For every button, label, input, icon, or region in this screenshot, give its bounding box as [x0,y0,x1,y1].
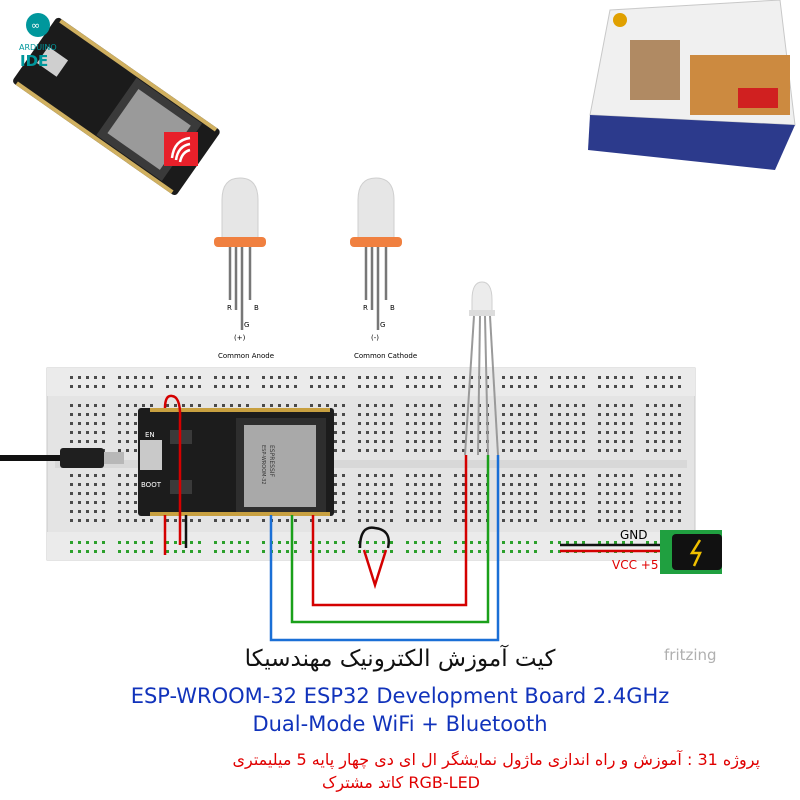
rgb-led [464,281,499,456]
cathode-g-label: G [380,321,385,329]
usb-cable [0,448,124,468]
power-jack [660,530,722,574]
cathode-b-label: B [390,304,395,312]
en-label: EN [145,431,155,439]
boot-label: BOOT [141,481,162,489]
fritzing-watermark: fritzing [664,646,717,664]
logo-line1: ARDUINO [19,43,57,52]
anode-name-label: Common Anode [218,352,274,360]
espressif-logo [164,132,198,166]
cathode-r-label: R [363,304,368,312]
project-title-line1: پروژه 31 : آموزش و راه اندازی ماژول نمای… [232,750,760,769]
chip-model: ESP-WROOM-32 [260,445,266,485]
led-common-cathode [350,177,402,330]
project-title-line2: RGB-LED کاتد مشترک [322,773,480,792]
logo-line2: IDE [20,52,48,70]
anode-b-label: B [254,304,259,312]
svg-text:∞: ∞ [31,19,40,32]
english-title-line1: ESP-WROOM-32 ESP32 Development Board 2.4… [130,684,670,708]
esp32-dev-board: EN BOOT ESPRESSIF ESP-WROOM-32 [138,408,334,516]
chip-brand: ESPRESSIF [268,445,275,478]
wires [163,394,660,642]
kit-box-photo [588,0,796,170]
kit-title: کیت آموزش الکترونیک مهندسیکا [244,646,556,672]
gnd-label: GND [620,528,648,542]
vcc-label: VCC +5 [612,558,659,572]
arduino-ide-logo: ∞ ARDUINO IDE [19,13,57,70]
cathode-name-label: Common Cathode [354,352,417,360]
cathode-sign-label: (-) [371,334,379,342]
anode-g-label: G [244,321,249,329]
anode-r-label: R [227,304,232,312]
led-common-anode [214,177,266,330]
anode-sign-label: (+) [234,334,246,342]
english-title-line2: Dual-Mode WiFi + Bluetooth [252,712,548,736]
